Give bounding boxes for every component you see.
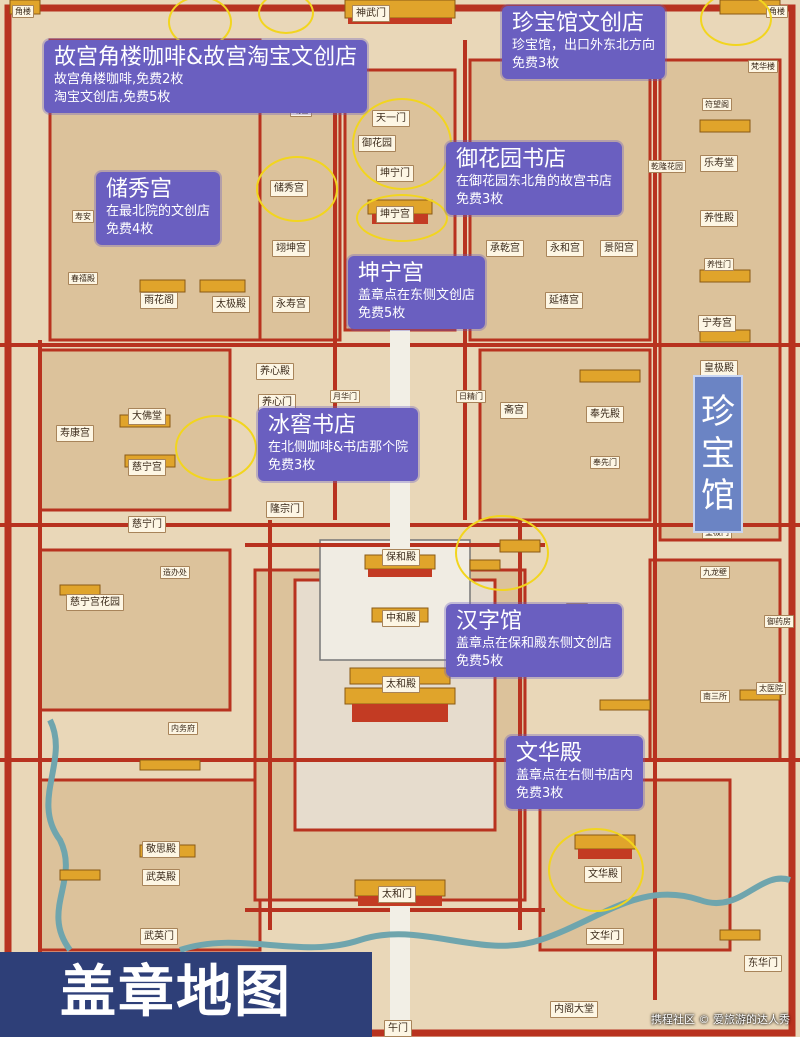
callout-line: 免费3枚: [268, 458, 316, 473]
map-label: 景阳宫: [600, 240, 638, 257]
map-label: 符望阁: [702, 98, 732, 111]
map-label: 寿安: [72, 210, 94, 223]
map-label: 雨花阁: [140, 292, 178, 309]
banner-char: 宝: [701, 434, 735, 474]
highlight-ring-hanziguan: [455, 515, 549, 591]
map-label: 太极殿: [212, 296, 250, 313]
callout-line: 免费5枚: [456, 654, 504, 669]
map-label: 养性殿: [700, 210, 738, 227]
map-label: 内阁大堂: [550, 1001, 598, 1018]
watermark-credit: 携程社区 © 爱旅游的达人秀: [651, 1013, 790, 1026]
callout-line: 盖章点在保和殿东侧文创店: [456, 636, 613, 651]
callout-yuhuayuan-bookstore: 御花园书店 在御花园东北角的故宫书店 免费3枚: [446, 142, 623, 215]
map-label: 永寿宫: [272, 296, 310, 313]
callout-zhenbaoguan-shop: 珍宝馆文创店 珍宝馆，出口外东北方向 免费3枚: [502, 6, 666, 79]
callout-hanziguan: 汉字馆 盖章点在保和殿东侧文创店 免费5枚: [446, 604, 623, 677]
map-label: 日精门: [456, 390, 486, 403]
map-label: 永和宫: [546, 240, 584, 257]
map-label: 慈宁宫: [128, 459, 166, 476]
highlight-ring-chuxiugong: [256, 156, 338, 222]
map-label: 乾隆花园: [648, 160, 686, 173]
callout-chuxiugong: 储秀宫 在最北院的文创店 免费4枚: [96, 172, 221, 245]
map-label: 慈宁门: [128, 516, 166, 533]
map-label: 中和殿: [382, 610, 420, 627]
map-label: 午门: [384, 1020, 412, 1037]
callout-bingjiao-bookstore: 冰窖书店 在北侧咖啡&书店那个院 免费3枚: [258, 408, 419, 481]
callout-line: 淘宝文创店,免费5枚: [54, 90, 171, 105]
callout-title: 故宫角楼咖啡&故宫淘宝文创店: [54, 45, 358, 70]
callout-line: 在御花园东北角的故宫书店: [456, 174, 613, 189]
callout-line: 免费4枚: [106, 222, 154, 237]
callout-line: 故宫角楼咖啡,免费2枚: [54, 72, 184, 87]
map-label: 隆宗门: [266, 501, 304, 518]
callout-title: 御花园书店: [456, 147, 567, 172]
map-label: 武英殿: [142, 869, 180, 886]
banner-char: 馆: [701, 476, 735, 516]
callout-title: 冰窖书店: [268, 413, 357, 438]
map-label: 养性门: [704, 258, 734, 271]
map-label: 九龙壁: [700, 566, 730, 579]
map-label: 角楼: [12, 5, 34, 18]
map-label: 太和殿: [382, 676, 420, 693]
highlight-ring-kunninggong: [356, 194, 448, 242]
callout-line: 免费3枚: [456, 192, 504, 207]
highlight-ring-zhenbaoguan: [700, 0, 772, 46]
map-label: 神武门: [352, 5, 390, 22]
map-label: 春禧殿: [68, 272, 98, 285]
map-label: 太和门: [378, 886, 416, 903]
zhenbaoguan-banner: 珍 宝 馆: [693, 375, 743, 533]
map-label: 奉先门: [590, 456, 620, 469]
callout-line: 在最北院的文创店: [106, 204, 211, 219]
callout-title: 储秀宫: [106, 177, 173, 202]
callout-kunninggong: 坤宁宫 盖章点在东侧文创店 免费5枚: [348, 256, 486, 329]
callout-line: 盖章点在右侧书店内: [516, 768, 634, 783]
map-label: 延禧宫: [545, 292, 583, 309]
page-title: 盖章地图: [60, 960, 292, 1025]
callout-line: 免费3枚: [512, 56, 560, 71]
map-label: 寿康宫: [56, 425, 94, 442]
map-label: 南三所: [700, 690, 730, 703]
highlight-ring-wenhuadian: [548, 828, 644, 912]
map-label: 文华门: [586, 928, 624, 945]
callout-line: 免费5枚: [358, 306, 406, 321]
map-label: 武英门: [140, 928, 178, 945]
highlight-ring-bingjiao: [175, 415, 257, 481]
map-label: 太医院: [756, 682, 786, 695]
title-bar: 盖章地图: [0, 952, 372, 1037]
map-label: 敬思殿: [142, 841, 180, 858]
map-label: 斋宫: [500, 402, 528, 419]
callout-title: 坤宁宫: [358, 261, 425, 286]
callout-jiaolou-cafe: 故宫角楼咖啡&故宫淘宝文创店 故宫角楼咖啡,免费2枚 淘宝文创店,免费5枚: [44, 40, 368, 113]
map-label: 大佛堂: [128, 408, 166, 425]
map-label: 御药房: [764, 615, 794, 628]
callout-title: 汉字馆: [456, 609, 523, 634]
map-label: 保和殿: [382, 549, 420, 566]
map-label: 养心殿: [256, 363, 294, 380]
callout-line: 免费3枚: [516, 786, 564, 801]
map-label: 造办处: [160, 566, 190, 579]
banner-char: 珍: [701, 392, 735, 432]
callout-wenhuadian: 文华殿 盖章点在右侧书店内 免费3枚: [506, 736, 644, 809]
map-label: 慈宁宫花园: [66, 594, 124, 611]
map-label: 宁寿宫: [698, 315, 736, 332]
map-label: 翊坤宫: [272, 240, 310, 257]
callout-line: 珍宝馆，出口外东北方向: [512, 38, 656, 53]
map-label: 东华门: [744, 955, 782, 972]
map-label: 月华门: [330, 390, 360, 403]
callout-line: 在北侧咖啡&书店那个院: [268, 440, 409, 455]
callout-line: 盖章点在东侧文创店: [358, 288, 476, 303]
map-label: 梵华楼: [748, 60, 778, 73]
callout-title: 珍宝馆文创店: [512, 11, 645, 36]
map-label: 乐寿堂: [700, 155, 738, 172]
callout-title: 文华殿: [516, 741, 583, 766]
map-label: 奉先殿: [586, 406, 624, 423]
highlight-ring-jiaolou-2: [258, 0, 314, 34]
map-label: 内务府: [168, 722, 198, 735]
highlight-ring-yuhuayuan: [352, 98, 452, 190]
map-label: 承乾宫: [486, 240, 524, 257]
